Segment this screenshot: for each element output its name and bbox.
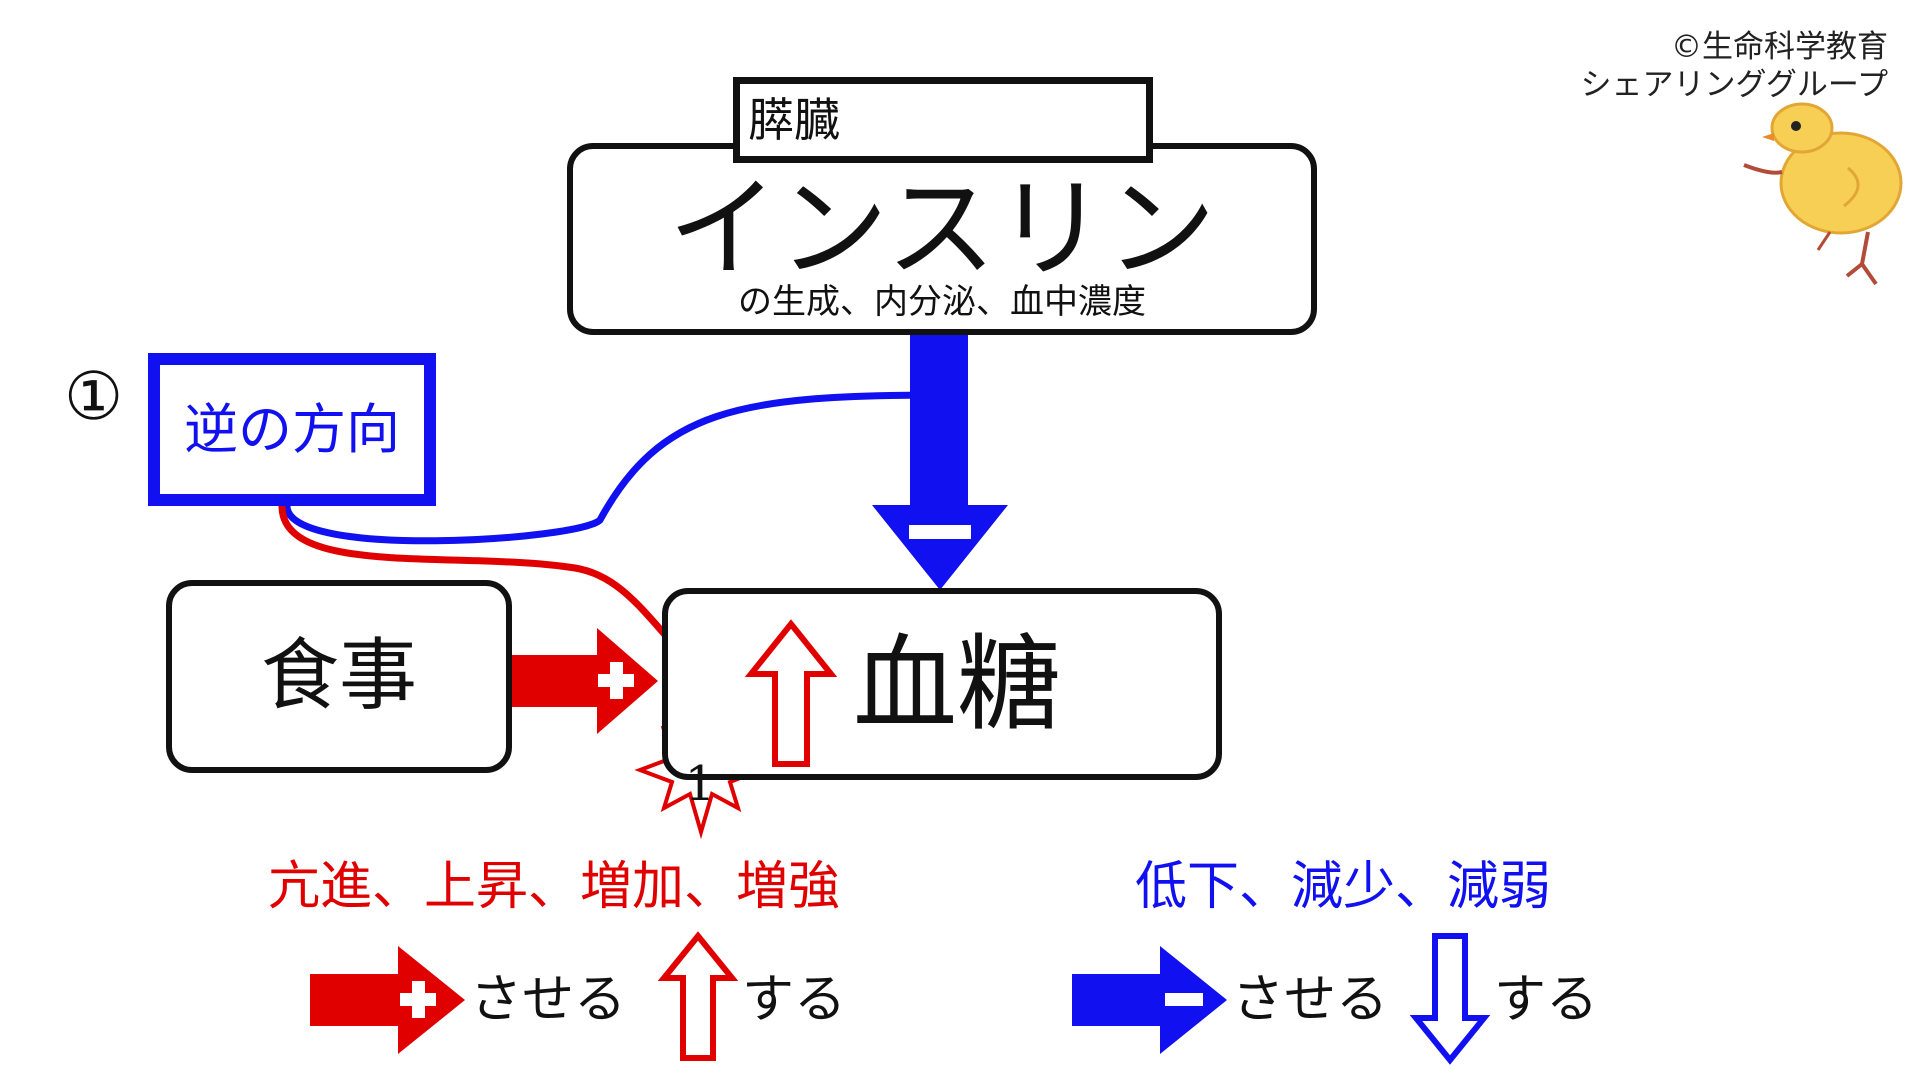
legend-hollow-down-arrow-icon (1409, 933, 1491, 1065)
increase-words: 亢進、上昇、増加、増強 (268, 857, 841, 917)
reverse-direction-box: 逆の方向 (148, 353, 436, 506)
insulin-title: インスリン (668, 165, 1216, 293)
organ-label: 膵臓 (733, 77, 1153, 163)
legend-hollow-up-arrow-icon (657, 931, 739, 1061)
decrease-words: 低下、減少、減弱 (1135, 857, 1552, 917)
chick-illustration-icon (1743, 102, 1903, 286)
insulin-box: インスリン の生成、内分泌、血中濃度 (567, 143, 1317, 335)
blood-sugar-hollow-up-arrow-icon (744, 619, 838, 767)
insulin-minus-arrow-icon (872, 335, 1008, 590)
legend-minus-arrow-icon (1072, 946, 1227, 1054)
blood-sugar-label: 血糖 (853, 623, 1062, 745)
legend-state-text-blue: する (1494, 970, 1599, 1030)
insulin-subtitle: の生成、内分泌、血中濃度 (738, 282, 1146, 322)
copyright-line-2: シェアリンググループ (1580, 67, 1888, 103)
legend-cause-text-blue: させる (1232, 970, 1389, 1030)
legend-plus-arrow-icon (310, 946, 465, 1054)
reverse-blue-curve (283, 391, 931, 545)
legend-cause-text-red: させる (470, 970, 627, 1030)
copyright-notice: ©生命科学教育 シェアリンググループ (1580, 28, 1888, 104)
star-number: 1 (684, 756, 716, 812)
food-plus-arrow-icon (512, 628, 658, 734)
food-box: 食事 (166, 580, 512, 773)
legend-state-text-red: する (742, 970, 847, 1030)
copyright-line-1: ©生命科学教育 (1671, 29, 1888, 65)
blood-sugar-box: 血糖 (662, 588, 1222, 780)
reverse-number: ① (64, 358, 124, 435)
